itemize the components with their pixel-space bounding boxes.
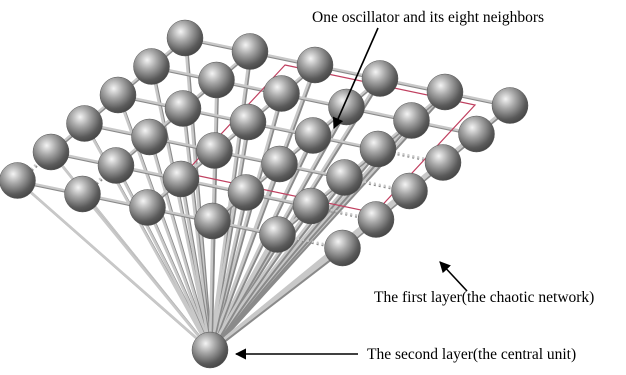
- central-link-shadow: [185, 39, 213, 352]
- central-link-shadow: [210, 94, 285, 352]
- central-link: [208, 163, 281, 351]
- oscillator-node: [64, 175, 101, 213]
- central-link: [81, 193, 212, 351]
- oscillator-node: [259, 216, 296, 253]
- oscillator-node: [357, 201, 395, 238]
- oscillator-node: [129, 189, 166, 226]
- oscillator-node: [391, 172, 428, 210]
- central-link-shadow: [210, 193, 249, 352]
- central-link: [16, 179, 211, 351]
- oscillator-node: [359, 130, 397, 168]
- oscillator-node: [131, 118, 168, 156]
- oscillator-node: [164, 90, 202, 127]
- central-link: [179, 178, 212, 351]
- oscillator-node: [326, 159, 363, 196]
- oscillator-node: [324, 229, 361, 267]
- first-layer-arrow: [439, 261, 468, 292]
- central-link: [114, 164, 212, 351]
- oscillator-node: [227, 174, 265, 211]
- oscillator-node: [231, 33, 269, 70]
- central-link-shadow: [210, 235, 281, 353]
- oscillator-node: [361, 60, 399, 97]
- central-link-shadow: [210, 206, 314, 353]
- highlighted-oscillator: [294, 117, 332, 154]
- second-layer-central-unit: [191, 331, 229, 369]
- oscillator-node: [97, 147, 135, 184]
- second-layer-annotation: The second layer(the central unit): [367, 346, 577, 363]
- central-link-shadow: [210, 222, 216, 352]
- central-link-shadow: [210, 248, 345, 353]
- central-link: [150, 66, 212, 351]
- oscillator-node: [296, 46, 334, 84]
- oscillator-node: [32, 133, 70, 171]
- oscillator-node: [328, 88, 365, 126]
- oscillator-node: [458, 115, 495, 153]
- central-link: [148, 136, 212, 351]
- oscillator-node: [66, 105, 103, 142]
- oscillator-node: [426, 73, 464, 111]
- oscillator-node: [133, 48, 170, 85]
- central-link: [208, 220, 214, 351]
- oscillator-node: [229, 103, 267, 141]
- oscillator-node: [292, 187, 330, 225]
- oscillator-arrow: [332, 27, 379, 130]
- first-layer-oscillators: [0, 19, 529, 267]
- central-link: [208, 121, 250, 351]
- central-link: [209, 246, 344, 352]
- oscillator-node: [491, 87, 529, 124]
- oscillator-node: [0, 162, 36, 199]
- central-link: [146, 206, 212, 351]
- oscillator-node: [196, 132, 233, 169]
- oscillator-node: [162, 160, 200, 198]
- central-link: [208, 192, 248, 351]
- oscillator-node: [393, 102, 430, 139]
- central-unit-node: [191, 331, 229, 369]
- central-unit-connections: [16, 37, 513, 353]
- oscillator-node: [166, 19, 204, 57]
- annotation-arrows: [234, 27, 468, 360]
- first-layer-annotation: The first layer(the chaotic network): [374, 289, 595, 306]
- oscillator-node: [194, 202, 231, 240]
- oscillator-node: [263, 75, 300, 112]
- oscillator-node: [99, 76, 137, 114]
- oscillator-node: [424, 144, 462, 181]
- central-link: [208, 233, 279, 351]
- oscillator-node: [198, 61, 235, 99]
- first-layer-links: [16, 36, 512, 251]
- oscillator-node: [261, 145, 298, 183]
- oscillator-annotation: One oscillator and its eight neighbors: [312, 9, 545, 26]
